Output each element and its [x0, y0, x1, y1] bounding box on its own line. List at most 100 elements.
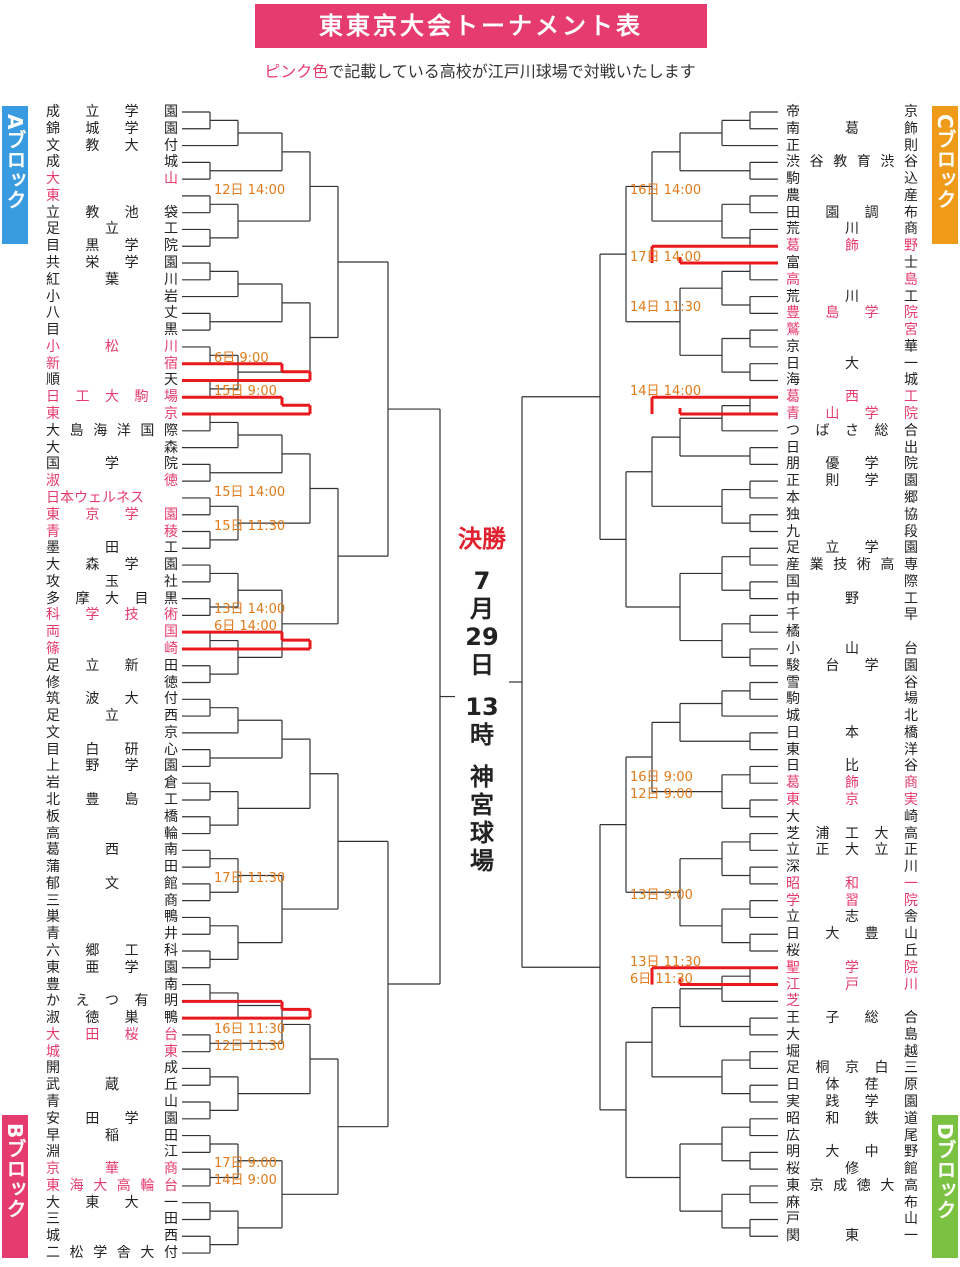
right-team-11: 荒川工 — [786, 288, 918, 305]
left-team-28: 攻玉社 — [46, 573, 178, 590]
block-c-tag: Cブロック — [932, 106, 958, 244]
final-hour: 13 — [465, 693, 499, 721]
left-team-34: 修徳 — [46, 674, 178, 691]
left-team-29: 多摩大目黒 — [46, 590, 178, 607]
block-b-tag: Bブロック — [2, 1115, 28, 1258]
left-team-18: 東京 — [46, 406, 178, 423]
right-team-56: 堀越 — [786, 1043, 918, 1060]
final-venue-4: 場 — [470, 847, 494, 875]
right-team-20: 日出 — [786, 439, 918, 456]
right-team-6: 田園調布 — [786, 204, 918, 221]
left-team-13: 目黒 — [46, 322, 178, 339]
left-team-45: 蒲田 — [46, 859, 178, 876]
right-team-53: 芝 — [786, 993, 800, 1010]
right-team-0: 帝京 — [786, 104, 918, 120]
right-team-7: 荒川商 — [786, 221, 918, 238]
left-match-time-8: 16日 11:30 — [214, 1021, 286, 1037]
left-match-time-2: 15日 9:00 — [214, 384, 277, 400]
right-team-64: 東京成徳大高 — [786, 1177, 918, 1194]
left-team-20: 大森 — [46, 439, 178, 456]
block-d-label: Dブロック — [933, 1123, 957, 1220]
left-team-31: 両国 — [46, 624, 178, 641]
left-team-27: 大森学園 — [46, 557, 178, 574]
right-team-30: 千早 — [786, 607, 918, 624]
left-team-53: かえつ有明 — [46, 993, 178, 1010]
right-match-time-2: 14日 11:30 — [630, 300, 702, 316]
subtitle-rest: で記載している高校が江戸川球場で対戦いたします — [328, 62, 696, 81]
right-team-39: 日比谷 — [786, 758, 918, 775]
left-team-11: 小岩 — [46, 288, 178, 305]
left-team-9: 共栄学園 — [46, 255, 178, 272]
left-match-time-1: 6日 9:00 — [214, 350, 269, 366]
left-team-14: 小松川 — [46, 338, 178, 355]
right-team-55: 大島 — [786, 1026, 918, 1043]
right-team-45: 深川 — [786, 859, 918, 876]
left-match-time-7: 17日 11:30 — [214, 870, 286, 886]
left-team-8: 目黒学院 — [46, 238, 178, 255]
left-team-54: 淑徳巣鴨 — [46, 1010, 178, 1027]
block-a-tag: Aブロック — [2, 106, 28, 244]
left-team-58: 武蔵丘 — [46, 1077, 178, 1094]
final-day-kanji: 日 — [470, 651, 494, 679]
right-team-59: 実践学園 — [786, 1094, 918, 1111]
right-team-51: 聖学院 — [786, 959, 918, 976]
left-team-61: 早稲田 — [46, 1127, 178, 1144]
left-team-17: 日工大駒場 — [46, 389, 178, 406]
right-team-13: 鷲宮 — [786, 322, 918, 339]
final-info: 決勝 7 月 29 日 13 時 神 宮 球 場 — [455, 525, 509, 875]
left-team-26: 墨田工 — [46, 540, 178, 557]
left-match-time-0: 12日 14:00 — [214, 182, 286, 198]
left-team-16: 順天 — [46, 372, 178, 389]
block-d-tag: Dブロック — [932, 1115, 958, 1258]
right-team-35: 駒場 — [786, 691, 918, 708]
right-team-37: 日本橋 — [786, 724, 918, 741]
block-a-label: Aブロック — [3, 114, 27, 210]
right-team-34: 雪谷 — [786, 674, 918, 691]
right-team-54: 王子総合 — [786, 1010, 918, 1027]
right-team-49: 日大豊山 — [786, 926, 918, 943]
right-team-1: 南葛飾 — [786, 120, 918, 137]
right-team-3: 渋谷教育渋谷 — [786, 154, 918, 171]
right-team-26: 足立学園 — [786, 540, 918, 557]
left-match-time-6: 6日 14:00 — [214, 619, 277, 635]
right-team-40: 葛飾商 — [786, 775, 918, 792]
page-title: 東東京大会トーナメント表 — [255, 4, 707, 48]
right-team-58: 日体荏原 — [786, 1077, 918, 1094]
right-team-62: 明大中野 — [786, 1144, 918, 1161]
final-month: 7 — [473, 567, 491, 595]
right-team-31: 橘 — [786, 624, 800, 641]
final-month-kanji: 月 — [470, 595, 494, 623]
right-team-12: 豊島学院 — [786, 305, 918, 322]
right-team-24: 独協 — [786, 506, 918, 523]
final-venue-2: 宮 — [470, 791, 494, 819]
right-team-14: 京華 — [786, 338, 918, 355]
right-team-15: 日大一 — [786, 355, 918, 372]
final-venue-1: 神 — [470, 763, 494, 791]
right-match-time-6: 13日 9:00 — [630, 887, 693, 903]
left-team-7: 足立工 — [46, 221, 178, 238]
right-team-60: 昭和鉄道 — [786, 1110, 918, 1127]
right-team-67: 関東一 — [786, 1228, 918, 1245]
right-team-43: 芝浦工大高 — [786, 825, 918, 842]
left-team-41: 北豊島工 — [46, 791, 178, 808]
right-team-29: 中野工 — [786, 590, 918, 607]
left-team-67: 城西 — [46, 1228, 178, 1245]
left-team-38: 目白研心 — [46, 741, 178, 758]
right-team-10: 高島 — [786, 271, 918, 288]
left-team-52: 豊南 — [46, 976, 178, 993]
right-team-28: 国際 — [786, 573, 918, 590]
left-team-43: 高輪 — [46, 825, 178, 842]
right-team-32: 小山台 — [786, 640, 918, 657]
final-day: 29 — [465, 623, 499, 651]
right-team-36: 城北 — [786, 708, 918, 725]
right-match-time-5: 12日 9:00 — [630, 786, 693, 802]
left-team-66: 三田 — [46, 1211, 178, 1228]
left-team-49: 青井 — [46, 926, 178, 943]
right-team-27: 産業技術高専 — [786, 557, 918, 574]
left-team-37: 文京 — [46, 724, 178, 741]
left-match-time-5: 13日 14:00 — [214, 602, 286, 618]
right-team-41: 東京実 — [786, 791, 918, 808]
right-team-61: 広尾 — [786, 1127, 918, 1144]
right-team-57: 足桐京白三 — [786, 1060, 918, 1077]
